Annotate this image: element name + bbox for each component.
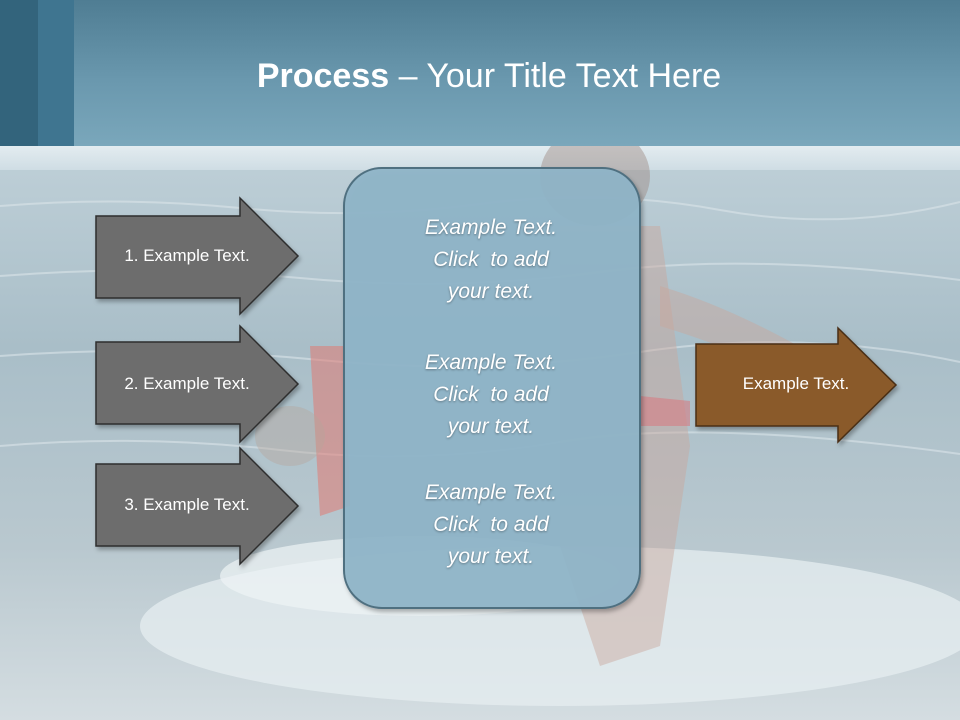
left-arrow-label-2: 2. Example Text. [124, 374, 250, 393]
left-arrow-label-1: 1. Example Text. [124, 246, 250, 265]
title-bold: Process [256, 57, 390, 95]
center-text-line: Example Text. [424, 481, 558, 504]
left-arrow-3[interactable] [95, 446, 300, 566]
center-text-line: Click to add [433, 513, 549, 536]
header-accent-block-dark [0, 0, 38, 146]
left-arrow-label-3: 3. Example Text. [124, 495, 250, 514]
center-text-line: your text. [447, 280, 535, 303]
right-arrow-label: Example Text. [742, 374, 850, 393]
title-rest: – Your Title Text Here [389, 57, 722, 95]
center-text-line: Click to add [433, 383, 549, 406]
center-text-line: Click to add [433, 248, 549, 271]
center-text-line: your text. [447, 415, 535, 438]
left-arrow-1[interactable] [95, 196, 300, 316]
center-box[interactable] [343, 167, 641, 609]
center-text-block-2: Example Text. Click to add your text. [346, 347, 636, 443]
slide-title: Process – Your Title Text Here [74, 52, 904, 100]
header-band [0, 0, 960, 146]
left-arrow-2[interactable] [95, 324, 300, 444]
center-text-line: Example Text. [424, 216, 558, 239]
center-text-block-1: Example Text. Click to add your text. [346, 212, 636, 308]
header-accent-block [38, 0, 74, 146]
center-text-line: Example Text. [424, 351, 558, 374]
center-text-block-3: Example Text. Click to add your text. [346, 477, 636, 573]
right-arrow[interactable] [695, 326, 898, 444]
center-text-line: your text. [447, 545, 535, 568]
